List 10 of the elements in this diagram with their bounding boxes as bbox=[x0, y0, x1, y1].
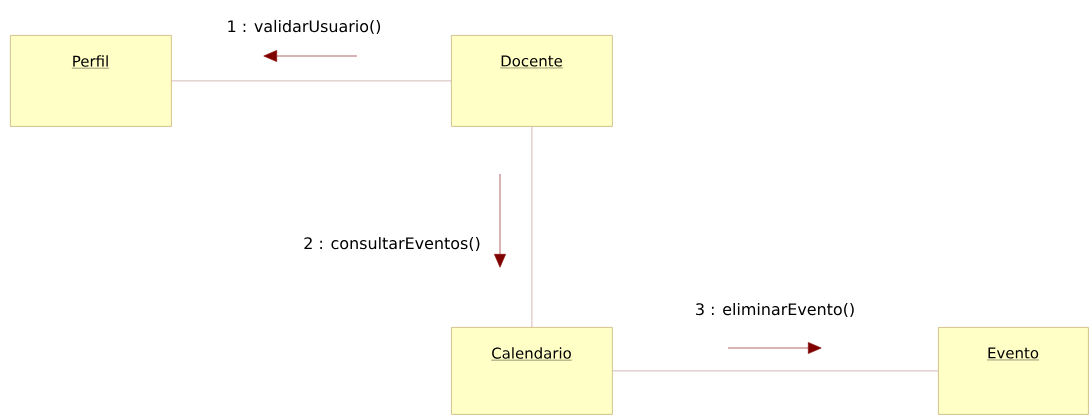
message-label: 2 : consultarEventos() bbox=[302, 235, 482, 253]
link-line bbox=[171, 80, 452, 82]
link-line bbox=[531, 126, 533, 328]
message-label: 3 : eliminarEvento() bbox=[693, 301, 857, 319]
object-box: Docente bbox=[451, 35, 613, 127]
object-box: Perfil bbox=[10, 35, 172, 127]
object-box: Calendario bbox=[451, 327, 613, 415]
message-label: 1 : validarUsuario() bbox=[225, 18, 383, 36]
link-line bbox=[612, 370, 939, 372]
object-box: Evento bbox=[938, 327, 1089, 415]
